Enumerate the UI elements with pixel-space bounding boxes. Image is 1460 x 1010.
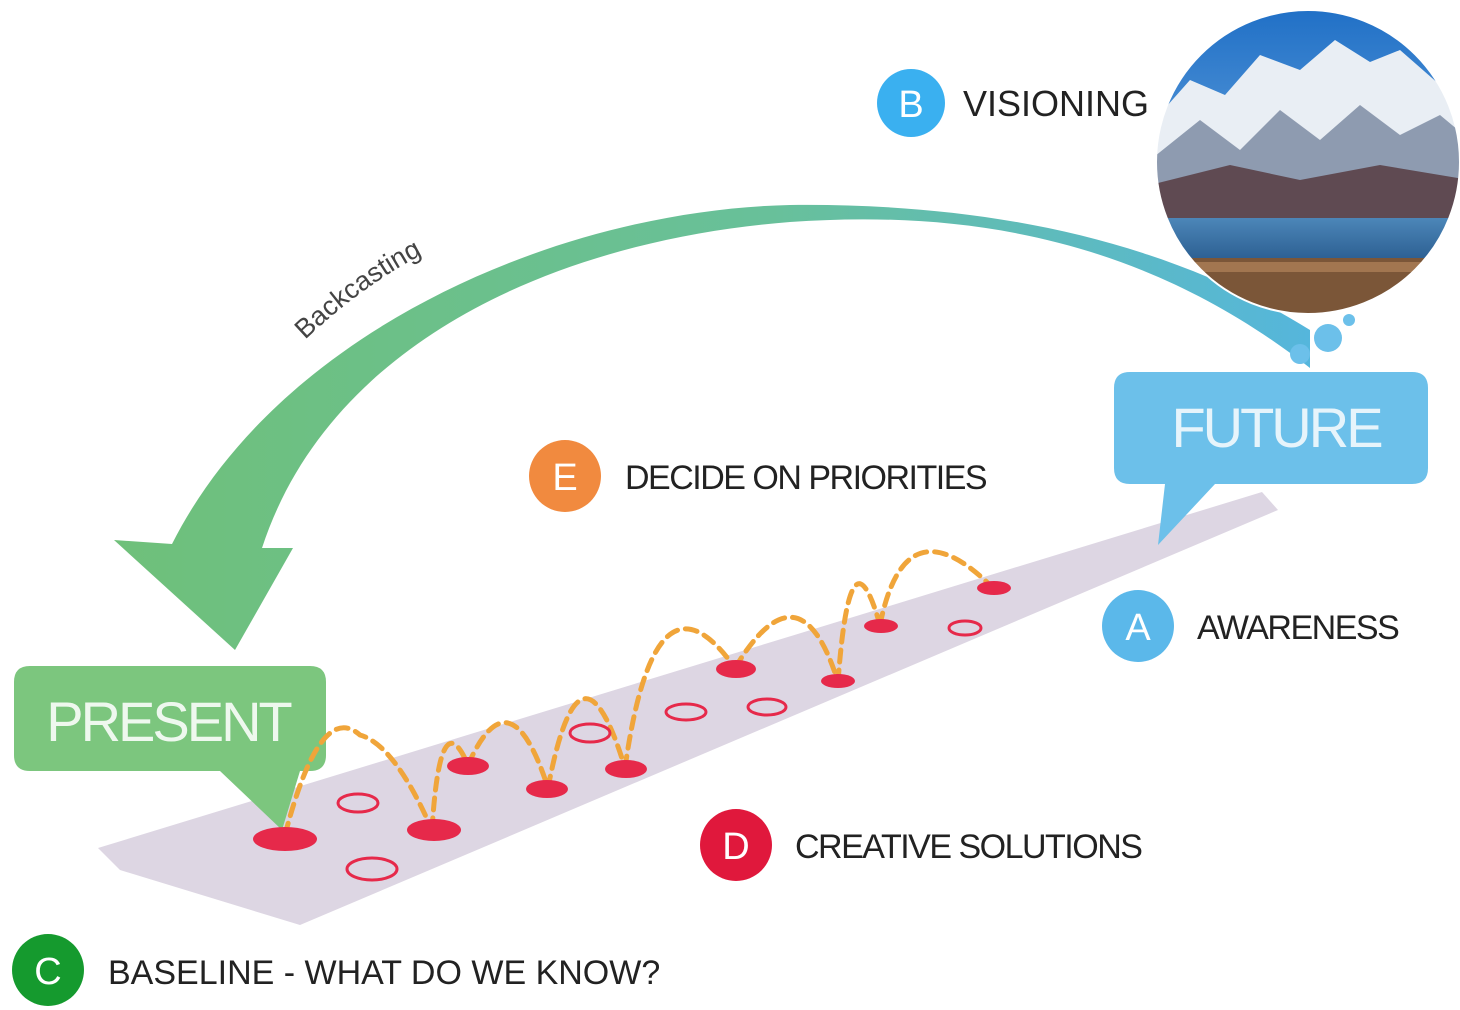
path-dot [253,827,317,851]
step-c-label: BASELINE - WHAT DO WE KNOW? [108,954,660,992]
step-c: C BASELINE - WHAT DO WE KNOW? [12,934,660,1006]
step-a-letter: A [1125,607,1151,649]
present-label: PRESENT [46,690,291,753]
path-dot [864,619,898,633]
step-d: D CREATIVE SOLUTIONS [700,809,1144,881]
path-dots [253,581,1011,851]
path-ring [345,856,399,882]
path-dot [447,757,489,775]
step-c-badge [12,934,84,1006]
step-d-badge [700,809,772,881]
step-e-label: DECIDE ON PRIORITIES [625,459,987,497]
step-b-letter: B [898,84,923,126]
step-b: B VISIONING [877,69,1149,137]
step-e-badge [529,440,601,512]
backcasting-arrow [114,204,1310,650]
present-bubble: PRESENT [14,666,326,830]
step-b-badge [877,69,945,137]
path-ring [947,619,983,637]
path-ring [336,792,380,814]
thought-dot-large [1314,324,1342,352]
thought-dot-small [1343,314,1355,326]
step-a: A AWARENESS [1102,590,1401,662]
path-ring [746,697,788,717]
thought-dot-medium [1290,344,1310,364]
bounce-trajectory [282,549,996,838]
path-rings [336,619,983,882]
path-dot [605,760,647,778]
path-ring [664,702,708,722]
path-ring [568,722,612,744]
future-bubble: FUTURE [1114,372,1428,545]
step-e-letter: E [552,457,577,499]
step-e: E DECIDE ON PRIORITIES [529,440,988,512]
path-dot [977,581,1011,595]
path-dot [716,660,756,678]
path-dot [407,819,461,841]
path-dot [526,780,568,798]
step-a-badge [1102,590,1174,662]
step-d-label: CREATIVE SOLUTIONS [795,828,1142,866]
step-d-letter: D [722,826,749,868]
future-label: FUTURE [1171,396,1381,459]
path-dot [821,674,855,688]
step-b-label: VISIONING [963,83,1149,124]
step-a-label: AWARENESS [1197,609,1399,647]
timeline-path [98,492,1278,925]
step-c-letter: C [34,951,61,993]
